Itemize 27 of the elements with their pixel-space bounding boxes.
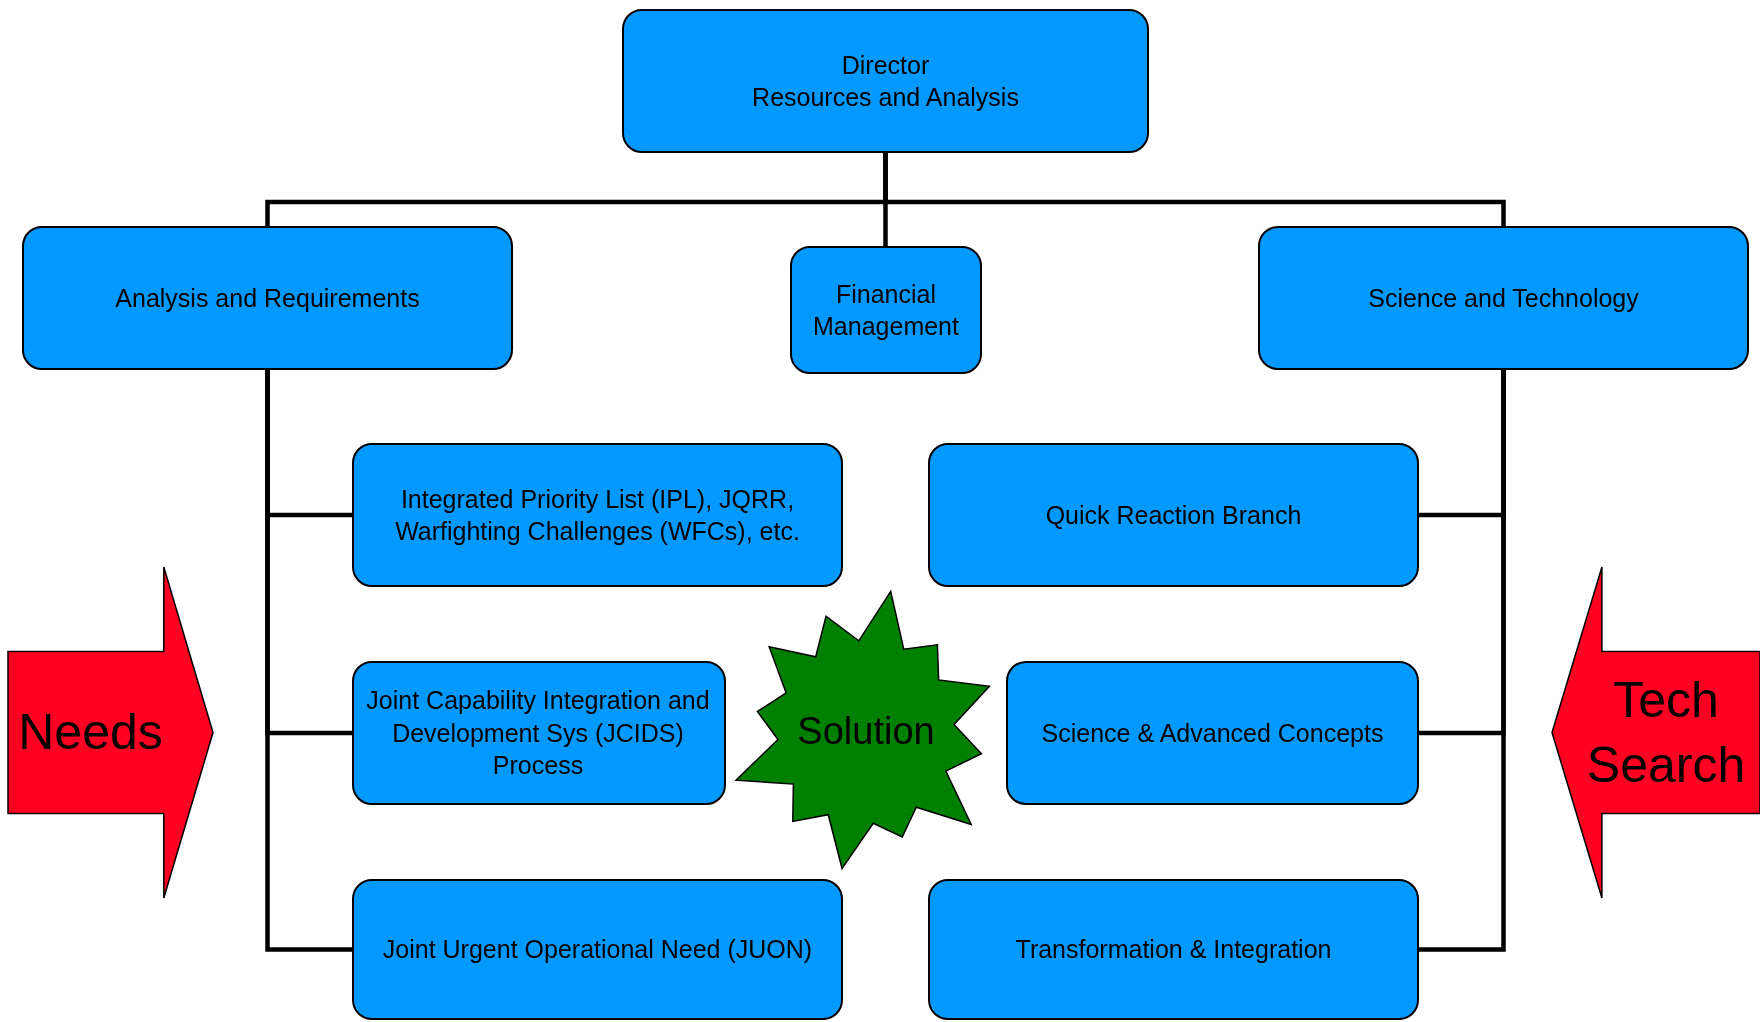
org-box: [352, 879, 843, 1020]
org-box: [790, 246, 982, 374]
box-label: Joint Urgent Operational Need (JUON): [382, 934, 813, 966]
org-box: [22, 226, 513, 370]
box-label: Financial Management: [812, 278, 960, 342]
org-box: [928, 443, 1419, 587]
box-label: Resources and Analysis: [752, 82, 1019, 113]
box-label: Analysis and Requirements: [115, 282, 420, 314]
box-label: Integrated Priority List (IPL), JQRR, Warfighting Challenges (WFCs), etc.: [394, 483, 801, 547]
box-label: Transformation & Integration: [1015, 934, 1332, 966]
arrow-label: Needs: [18, 703, 163, 762]
box-label: Quick Reaction Branch: [1045, 499, 1302, 531]
org-box: [622, 9, 1149, 153]
connector-line: [265, 370, 352, 952]
box-label: Director: [841, 49, 930, 81]
org-box: [1006, 661, 1419, 805]
starburst-label: Solution: [797, 709, 935, 755]
arrow-label: Tech Search: [1585, 670, 1747, 795]
connector-line: [883, 153, 1506, 226]
box-label: Science & Advanced Concepts: [1041, 717, 1384, 749]
org-box: [352, 443, 843, 587]
connector-line: [1419, 370, 1506, 952]
org-box: [928, 879, 1419, 1020]
org-box: [352, 661, 726, 805]
org-box: [1258, 226, 1749, 370]
box-label: Joint Capability Integration and Development Sys (JCIDS) Process: [365, 685, 711, 782]
box-label: Science and Technology: [1368, 282, 1639, 314]
